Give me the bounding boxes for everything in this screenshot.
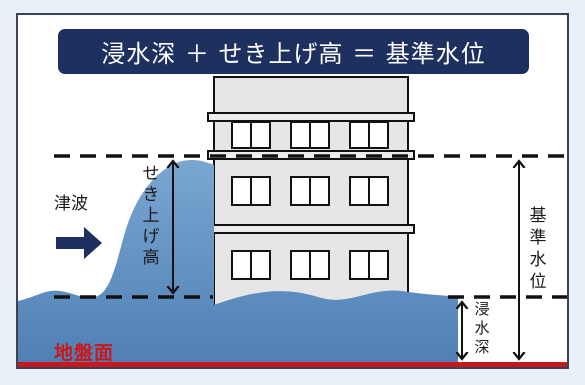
diagram-scene [18, 76, 567, 367]
inundation-depth-label: 浸水深 [474, 300, 490, 356]
tsunami-label: 津波 [54, 194, 88, 214]
diagram-frame: 浸水深 ＋ せき上げ高 ＝ 基準水位 津波 せき上げ高 基準水位 浸水深 地盤面 [16, 13, 569, 369]
windows [231, 121, 389, 280]
tsunami-water [18, 160, 458, 365]
building [207, 76, 415, 314]
ground-surface-label: 地盤面 [54, 342, 115, 364]
tsunami-arrow [56, 227, 102, 259]
ground-line [18, 362, 567, 367]
surge-height-label: せき上げ高 [142, 164, 160, 268]
reference-level-label: 基準水位 [529, 206, 547, 292]
title-banner: 浸水深 ＋ せき上げ高 ＝ 基準水位 [58, 29, 529, 74]
